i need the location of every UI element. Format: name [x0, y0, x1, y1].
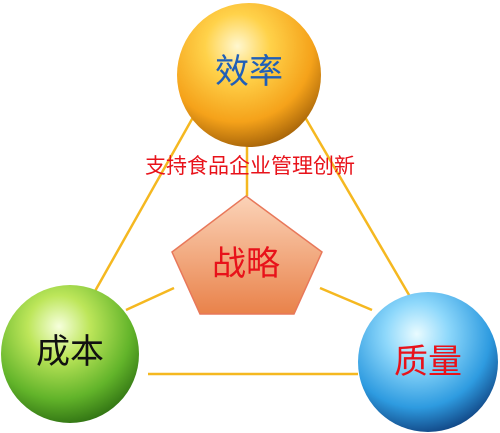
node-strategy: 战略 [171, 195, 323, 315]
connector-center-left [125, 286, 175, 312]
connector-lines [88, 111, 414, 376]
node-efficiency: 效率 [177, 3, 321, 147]
node-efficiency-circle [177, 3, 321, 147]
node-quality-circle [358, 292, 498, 432]
node-efficiency-label: 效率 [215, 52, 283, 92]
connector-top-right [300, 111, 414, 301]
node-quality: 质量 [358, 292, 498, 432]
strategy-pentagon [171, 195, 323, 315]
connector-center-right [319, 286, 373, 312]
node-cost: 成本 [1, 285, 139, 423]
node-cost-circle [1, 285, 139, 423]
connector-top-left [88, 111, 198, 301]
node-strategy-label: 战略 [212, 244, 280, 284]
diagram-caption: 支持食品企业管理创新 [145, 154, 355, 178]
node-quality-label: 质量 [394, 342, 462, 382]
node-cost-label: 成本 [36, 332, 104, 372]
